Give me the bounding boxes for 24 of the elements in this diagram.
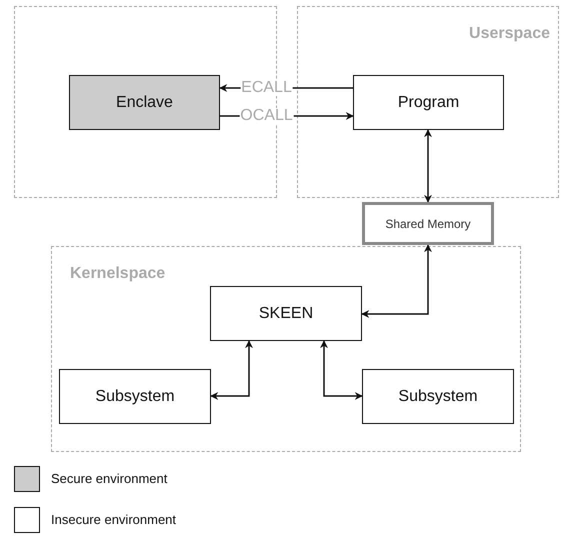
arrow <box>361 244 432 318</box>
arrow <box>424 129 432 203</box>
arrow <box>320 340 363 400</box>
component-box <box>210 286 362 341</box>
component-label: Shared Memory <box>385 216 471 230</box>
region-frame <box>297 6 559 198</box>
component-label: Enclave <box>116 94 173 112</box>
component-label: Subsystem <box>398 388 478 406</box>
legend-label: Secure environment <box>51 471 168 486</box>
component-label: SKEEN <box>258 304 314 322</box>
component-box <box>353 75 504 130</box>
component-label: Subsystem <box>95 388 175 406</box>
component-box <box>362 202 494 245</box>
region-title: Kernelspace <box>70 265 166 283</box>
arrow <box>210 340 253 400</box>
component-box <box>362 369 514 424</box>
region-frame <box>51 246 521 452</box>
region-title: Userspace <box>469 25 550 43</box>
component-label: Program <box>398 94 460 112</box>
edge-label: OCALL <box>239 108 294 124</box>
edge-label: ECALL <box>240 80 293 96</box>
component-box <box>69 75 220 130</box>
legend-label: Insecure environment <box>51 512 176 527</box>
component-box <box>59 369 211 424</box>
